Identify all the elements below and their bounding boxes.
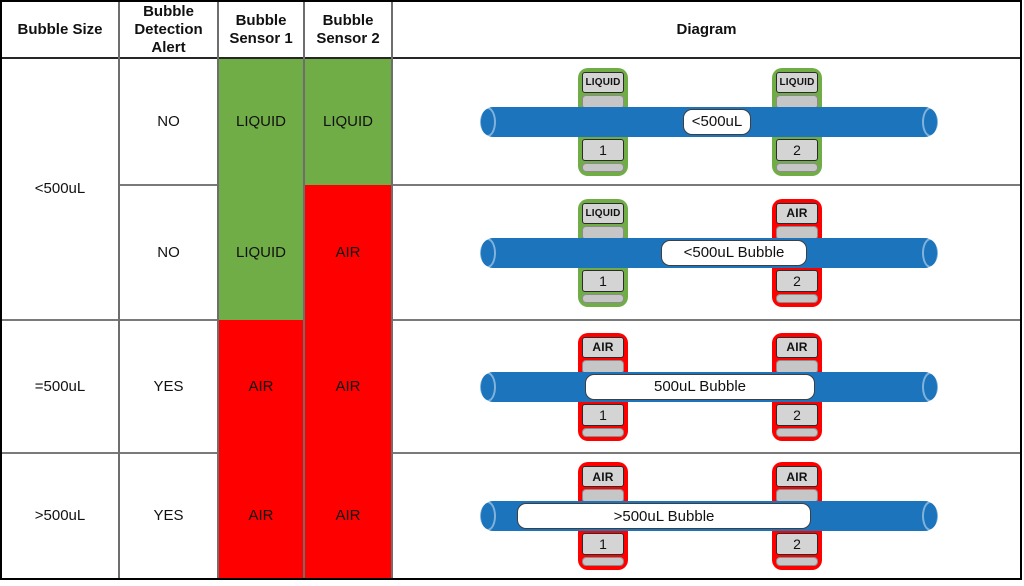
alert-cell-row4: YES: [153, 507, 184, 524]
grid-vline-4: [391, 2, 393, 578]
sensor-1-assembly: AIR 1: [578, 332, 628, 441]
header-divider: [2, 57, 1020, 59]
sensor-1-state-label: LIQUID: [582, 71, 624, 93]
sensor1-cell-row3: AIR: [248, 377, 274, 395]
sensor1-cell-row2: LIQUID: [235, 243, 286, 261]
tube-end-cap-left: [479, 371, 496, 402]
sensor2-cell-row4: AIR: [335, 507, 361, 524]
size-cell-gt500: >500uL: [34, 507, 86, 524]
sensor-1-state-label: LIQUID: [582, 202, 624, 224]
sensor-2-state-label: AIR: [776, 336, 818, 358]
size-cell-lt500: <500uL: [34, 180, 86, 197]
sensor1-cell-row1: LIQUID: [235, 112, 286, 130]
sensor2-liquid-block: [305, 59, 391, 185]
sensor1-cell-row4: AIR: [248, 507, 274, 524]
header-diagram: Diagram: [676, 20, 737, 38]
sensor-2-number: 2: [776, 269, 818, 292]
diagram-row4: AIR 1 AIR 2 >500uL Bubble: [393, 454, 1020, 578]
diagram-row2: LIQUID 1 AIR 2 <500uL Bubble: [393, 186, 1020, 319]
bubble-size-label: <500uL Bubble: [661, 239, 807, 266]
sensor-1-base: [582, 293, 624, 303]
grid-vline-1: [118, 2, 120, 578]
bubble-size-label: 500uL Bubble: [585, 373, 815, 400]
size-cell-eq500: =500uL: [34, 377, 86, 395]
sensor-2-number: 2: [776, 403, 818, 426]
sensor-1-state-label: AIR: [582, 336, 624, 358]
sensor-2-number: 2: [776, 533, 818, 555]
alert-cell-row2: NO: [157, 243, 180, 261]
alert-cell-row3: YES: [153, 377, 184, 395]
diagram-row1: LIQUID 1 LIQUID 2 <500uL: [393, 59, 1020, 184]
sensor-1-assembly: AIR 1: [578, 462, 628, 570]
row-divider-3-left: [2, 452, 217, 454]
sensor2-cell-row1: LIQUID: [322, 112, 373, 130]
sensor-1-base: [582, 427, 624, 437]
sensor-1-base: [582, 162, 624, 172]
row-divider-1-diagram: [393, 184, 1020, 186]
diagram-row3: AIR 1 AIR 2 500uL Bubble: [393, 321, 1020, 452]
sensor2-air-block: [305, 185, 391, 578]
sensor-2-base: [776, 293, 818, 303]
sensor-2-base: [776, 557, 818, 566]
bubble-size-label: <500uL: [683, 108, 751, 135]
sensor2-cell-row2: AIR: [335, 243, 361, 261]
sensor1-liquid-block: [219, 59, 303, 320]
sensor-1-number: 1: [582, 138, 624, 161]
sensor-1-state-label: AIR: [582, 466, 624, 487]
sensor1-air-block: [219, 320, 303, 578]
tube-end-cap-left: [479, 501, 496, 531]
tube-end-cap-right: [922, 371, 939, 402]
sensor-1-number: 1: [582, 403, 624, 426]
tube-end-cap-right: [922, 106, 939, 137]
row-divider-1-col2: [120, 184, 217, 186]
row-divider-2-diagram: [393, 319, 1020, 321]
bubble-size-label: >500uL Bubble: [517, 503, 811, 529]
sensor2-cell-row3: AIR: [335, 377, 361, 395]
sensor-1-number: 1: [582, 533, 624, 555]
sensor-1-base: [582, 557, 624, 566]
grid-vline-3: [303, 2, 305, 578]
sensor-2-base: [776, 162, 818, 172]
sensor-2-state-label: AIR: [776, 202, 818, 224]
header-sensor1: Bubble Sensor 1: [229, 11, 293, 47]
tube-end-cap-left: [479, 237, 496, 268]
sensor-1-number: 1: [582, 269, 624, 292]
tube-end-cap-right: [922, 237, 939, 268]
grid-vline-2: [217, 2, 219, 578]
sensor-2-state-label: AIR: [776, 466, 818, 487]
row-divider-2-left: [2, 319, 217, 321]
row-divider-3-diagram: [393, 452, 1020, 454]
sensor-2-number: 2: [776, 138, 818, 161]
alert-cell-row1: NO: [157, 112, 180, 130]
sensor-2-state-label: LIQUID: [776, 71, 818, 93]
tube-end-cap-right: [922, 501, 939, 531]
tube-end-cap-left: [479, 106, 496, 137]
header-sensor2: Bubble Sensor 2: [316, 11, 380, 47]
header-alert: Bubble Detection Alert: [134, 2, 203, 56]
header-bubble-size: Bubble Size: [17, 20, 103, 38]
sensor-2-base: [776, 427, 818, 437]
sensor-2-assembly: AIR 2: [772, 332, 822, 441]
